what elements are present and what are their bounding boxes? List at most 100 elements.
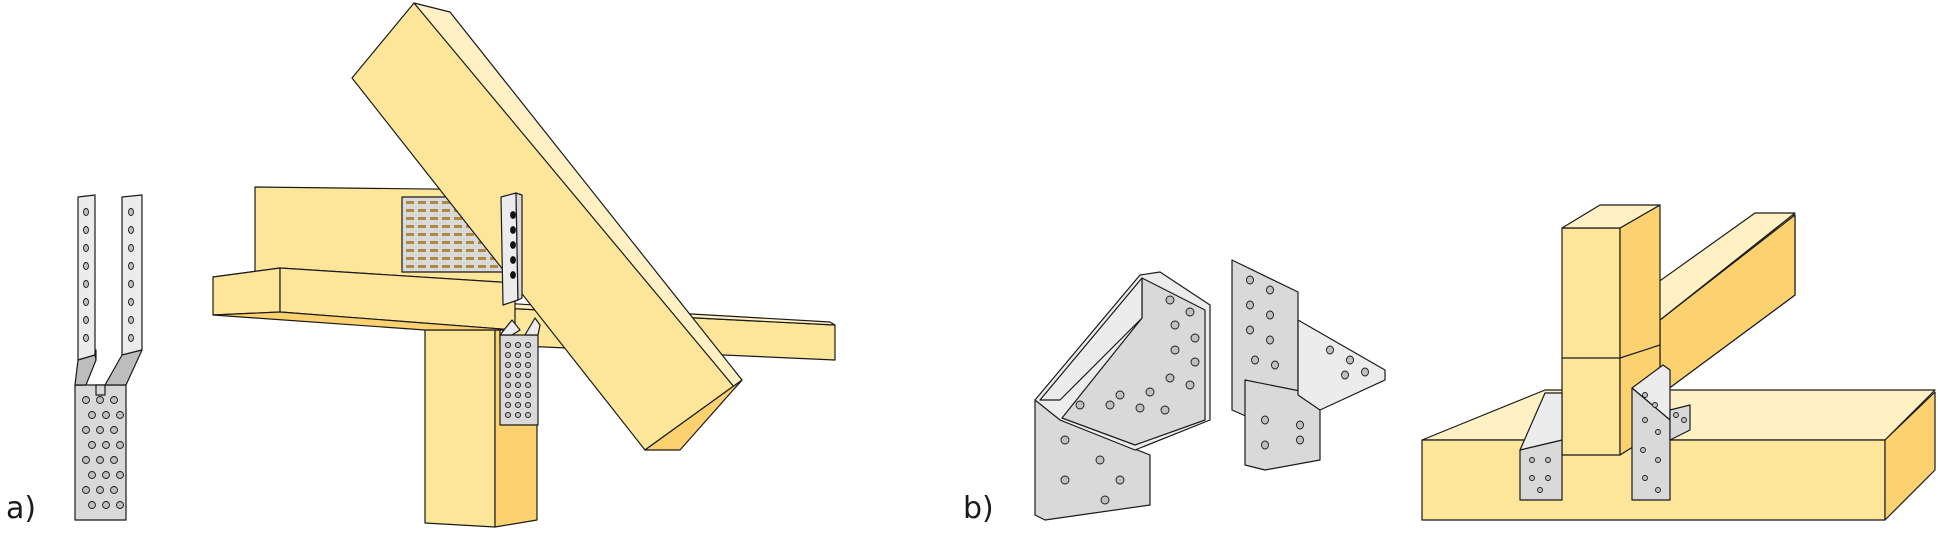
fastener-hole — [1246, 275, 1254, 285]
fastener-hole — [1100, 495, 1110, 505]
timber-assembly — [1421, 204, 1936, 521]
fastener-hole — [1190, 333, 1200, 343]
fastener-hole — [1655, 429, 1661, 435]
fastener-hole — [1296, 420, 1304, 430]
fastener-hole — [504, 391, 512, 399]
fastener-hole — [128, 208, 134, 216]
fastener-hole — [128, 334, 134, 342]
fastener-hole — [510, 226, 516, 234]
fastener-hole — [514, 361, 522, 369]
nail-plate-tooth — [418, 257, 426, 260]
fastener-hole — [110, 396, 118, 404]
rafter-end — [644, 379, 743, 451]
fastener-hole — [83, 244, 89, 252]
left-beam-front — [212, 267, 281, 316]
fastener-hole — [1296, 435, 1304, 445]
nail-plate-tooth — [418, 201, 426, 204]
fastener-hole — [82, 456, 90, 464]
nail-plate-tooth — [418, 241, 426, 244]
fastener-hole — [524, 401, 532, 409]
fastener-hole — [88, 471, 96, 479]
fastener-hole — [524, 391, 532, 399]
fastener-hole — [102, 441, 110, 449]
fastener-hole — [82, 426, 90, 434]
fastener-hole — [1170, 345, 1180, 355]
fastener-hole — [88, 441, 96, 449]
fastener-hole — [514, 371, 522, 379]
fastener-hole — [514, 401, 522, 409]
fastener-hole — [102, 501, 110, 509]
fastener-hole — [524, 371, 532, 379]
fastener-hole — [1655, 487, 1661, 493]
label-b: b) — [963, 491, 994, 526]
fastener-hole — [504, 411, 512, 419]
nail-plate-tooth — [430, 241, 438, 244]
fastener-hole — [524, 381, 532, 389]
fastener-hole — [1545, 475, 1551, 481]
post-strap — [499, 334, 539, 426]
nail-plate-tooth — [454, 225, 462, 228]
fastener-hole — [510, 211, 516, 219]
nail-plate-tooth — [406, 225, 414, 228]
nail-plate-tooth — [478, 257, 486, 260]
nail-plate-tooth — [418, 233, 426, 236]
fastener-hole — [504, 381, 512, 389]
nail-plate-tooth — [406, 201, 414, 204]
fastener-hole — [82, 396, 90, 404]
fastener-hole — [116, 441, 124, 449]
fastener-hole — [1060, 435, 1070, 445]
nail-plate-tooth — [418, 209, 426, 212]
fastener-hole — [116, 411, 124, 419]
fastener-hole — [510, 271, 516, 279]
nail-plate-tooth — [478, 265, 486, 268]
fastener-hole — [83, 334, 89, 342]
fastener-hole — [524, 351, 532, 359]
fastener-hole — [1681, 417, 1687, 423]
nail-plate-tooth — [490, 265, 498, 268]
nail-plate-tooth — [442, 225, 450, 228]
fastener-hole — [514, 351, 522, 359]
fastener-hole — [524, 411, 532, 419]
fastener-hole — [83, 208, 89, 216]
nail-plate-tooth — [466, 257, 474, 260]
nail-plate-tooth — [418, 265, 426, 268]
fastener-hole — [102, 471, 110, 479]
nail-plate-tooth — [442, 257, 450, 260]
fastener-hole — [1246, 300, 1254, 310]
fastener-hole — [88, 501, 96, 509]
post — [424, 329, 496, 528]
fastener-hole — [514, 341, 522, 349]
truss-assembly — [212, 2, 836, 528]
fastener-hole — [128, 316, 134, 324]
angle-bracket-small — [1231, 259, 1386, 471]
fastener-hole — [1060, 475, 1070, 485]
fastener-hole — [1251, 355, 1259, 365]
fastener-hole — [128, 244, 134, 252]
fastener-hole — [1185, 307, 1195, 317]
fastener-hole — [83, 226, 89, 234]
nail-plate-tooth — [454, 265, 462, 268]
fastener-hole — [128, 280, 134, 288]
base-beam-side — [1884, 391, 1936, 521]
post-b — [1561, 227, 1621, 456]
fastener-hole — [110, 486, 118, 494]
nail-plate-tooth — [454, 249, 462, 252]
fastener-hole — [1545, 457, 1551, 463]
nail-plate-tooth — [478, 249, 486, 252]
fastener-hole — [1529, 457, 1535, 463]
fastener-hole — [1640, 447, 1646, 453]
fastener-hole — [524, 341, 532, 349]
nail-plate-tooth — [418, 225, 426, 228]
fastener-hole — [116, 501, 124, 509]
fastener-hole — [1135, 403, 1145, 413]
fastener-hole — [83, 280, 89, 288]
label-a: a) — [6, 491, 37, 526]
fastener-hole — [1673, 412, 1679, 418]
fastener-hole — [96, 486, 104, 494]
fastener-hole — [1271, 360, 1279, 370]
fastener-hole — [1261, 440, 1269, 450]
fastener-hole — [96, 396, 104, 404]
nail-plate-tooth — [406, 257, 414, 260]
fastener-hole — [1160, 405, 1170, 415]
nail-plate-tooth — [442, 201, 450, 204]
